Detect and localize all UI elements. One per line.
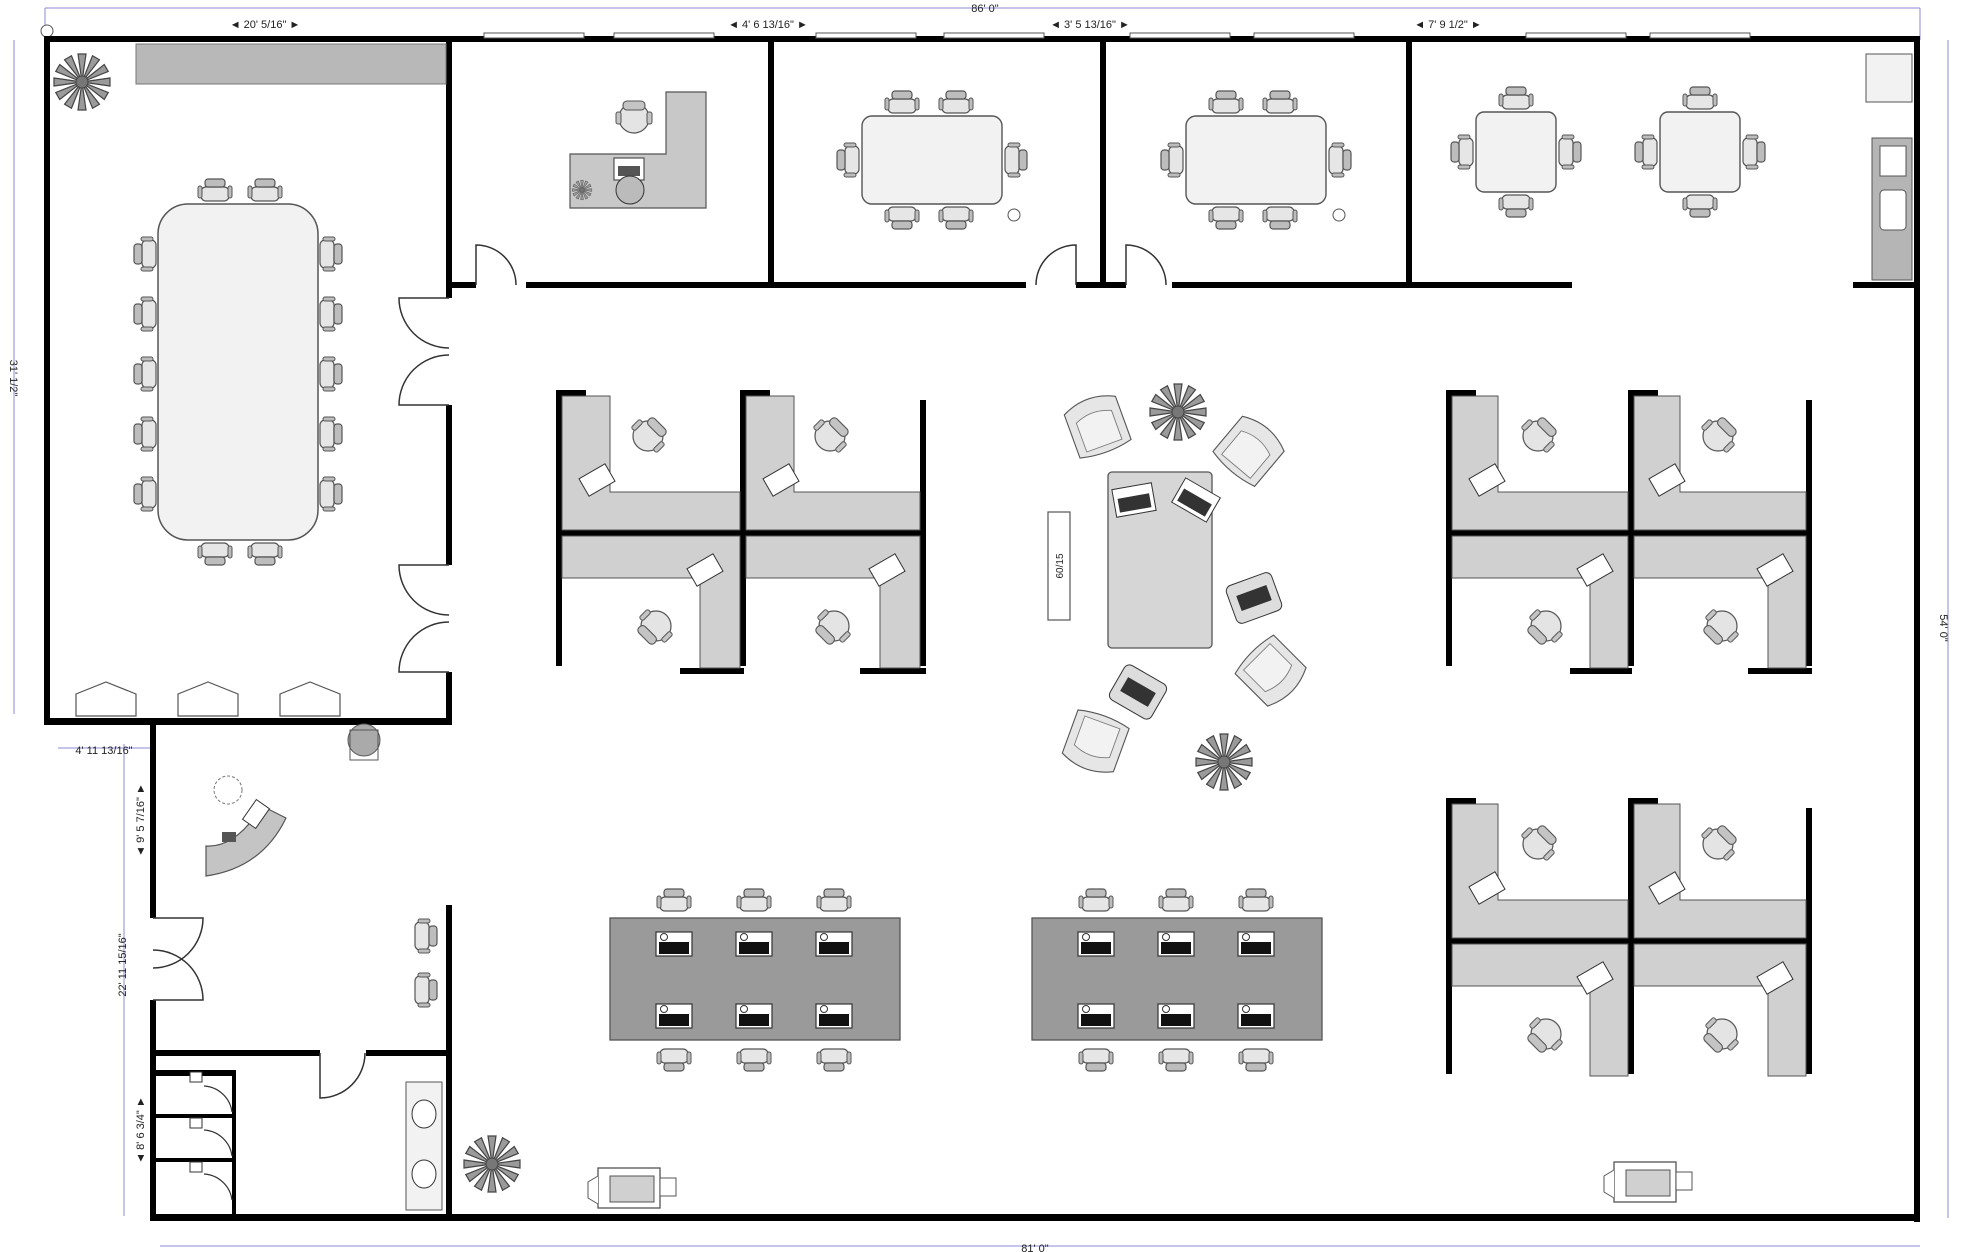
dimension-labels: 86' 0" 81' 0" ◄ 20' 5/16" ► ◄ 4' 6 13/16…	[7, 3, 1949, 1252]
doors	[152, 244, 1167, 1099]
recycle-station-label: 60/15	[1055, 553, 1066, 578]
plant-icon	[53, 53, 111, 111]
dimension-left-seg-2: 22' 11 15/16"	[117, 933, 129, 996]
bench-desk-1	[609, 888, 901, 1072]
private-office	[569, 91, 707, 209]
cubicle-cluster-top-right	[1446, 390, 1812, 674]
windows	[483, 32, 1751, 39]
kitchenette	[1865, 53, 1913, 281]
bench-desk-2	[1031, 888, 1323, 1072]
conference-room	[53, 43, 447, 717]
dimension-left-offset: 4' 11 13/16"	[75, 745, 132, 757]
storage-units	[75, 681, 341, 717]
dimension-top-seg-3: ◄ 3' 5 13/16" ►	[1050, 19, 1130, 31]
plant-icon	[463, 1135, 521, 1193]
plant-icon	[1195, 733, 1253, 791]
dimension-left-height: 31' 1/2"	[7, 360, 19, 397]
plant-icon	[1149, 383, 1207, 441]
dimension-left-seg-3: ◄ 8' 6 3/4" ►	[135, 1096, 147, 1164]
dimension-lines	[13, 7, 1949, 1247]
dimension-top-seg-4: ◄ 7' 9 1/2" ►	[1414, 19, 1482, 31]
cubicle-cluster-bottom-right	[1446, 798, 1812, 1077]
cubicle-cluster-top-left	[556, 390, 926, 674]
dimension-bottom-overall: 81' 0"	[1021, 1243, 1049, 1252]
reception-area	[205, 723, 438, 1008]
dimension-left-seg-1: ◄ 9' 5 7/16" ►	[135, 783, 147, 857]
meeting-room-2	[1160, 90, 1352, 230]
dimension-top-overall: 86' 0"	[971, 3, 999, 15]
conference-table	[157, 203, 319, 541]
lounge-area: 60/15	[1047, 383, 1312, 791]
meeting-room-1	[836, 90, 1028, 230]
dimension-top-seg-1: ◄ 20' 5/16" ►	[230, 19, 301, 31]
walls	[44, 36, 1920, 1222]
restrooms	[156, 1070, 443, 1218]
lounge-table	[1107, 471, 1213, 649]
dimension-right-height: 54' 0"	[1937, 614, 1949, 642]
dimension-top-seg-2: ◄ 4' 6 13/16" ►	[728, 19, 808, 31]
recycle-station	[1047, 511, 1071, 621]
copiers	[587, 1161, 1693, 1209]
meeting-room-3	[1450, 86, 1766, 218]
